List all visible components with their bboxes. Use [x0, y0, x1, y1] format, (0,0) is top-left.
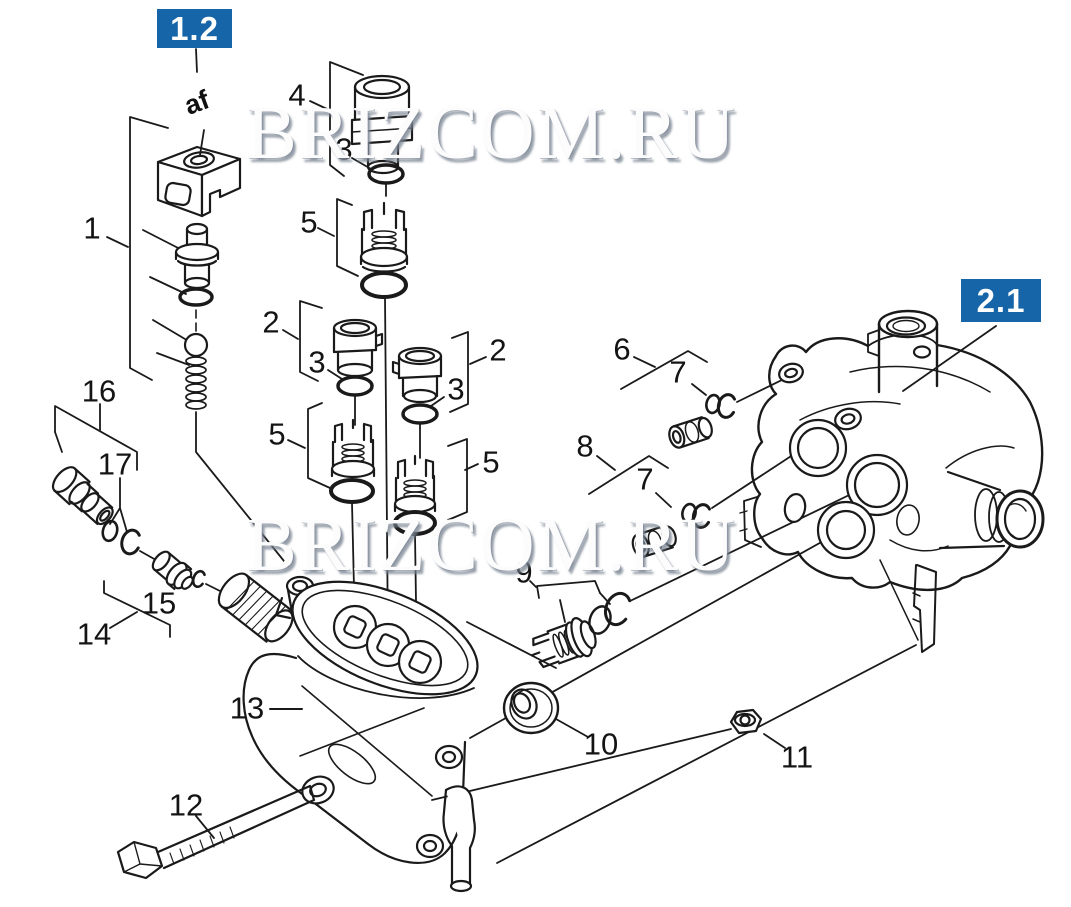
part-12-bolt — [116, 784, 316, 880]
part-callout-13: 13 — [229, 690, 265, 726]
part-2-left-group — [282, 300, 384, 426]
part-17-group — [101, 477, 157, 561]
part-callout-3a: 3 — [335, 131, 353, 167]
part-callout-3b: 3 — [308, 344, 326, 380]
part-callout-3c: 3 — [447, 371, 465, 407]
part-2-1-housing — [739, 309, 1045, 653]
part-callout-10: 10 — [583, 726, 619, 762]
c-ring-17 — [120, 528, 142, 556]
o-ring-3-top — [367, 163, 405, 185]
part-callout-5b: 5 — [268, 416, 286, 452]
part-8-7-group — [588, 455, 713, 558]
part-13-manifold — [217, 572, 479, 893]
o-ring-3-left — [336, 375, 374, 397]
part-callout-9: 9 — [515, 554, 533, 590]
part-callout-17: 17 — [97, 446, 133, 482]
part-9-group — [529, 580, 633, 669]
part-11-nut — [729, 708, 786, 749]
part-callout-14: 14 — [76, 616, 112, 652]
part-6-7-group — [620, 350, 738, 449]
part-5-midleft-group — [287, 402, 376, 631]
part-callout-7b: 7 — [636, 461, 654, 497]
leader-lines — [431, 325, 997, 864]
part-callout-11: 11 — [780, 739, 814, 775]
part-callout-2a: 2 — [262, 304, 280, 340]
part-10-seal — [502, 681, 589, 738]
part-5-top-group — [317, 198, 409, 647]
part-callout-5a: 5 — [300, 204, 318, 240]
part-callout-2b: 2 — [489, 332, 507, 368]
o-ring-3-right — [401, 403, 439, 425]
part-callout-6: 6 — [613, 331, 631, 367]
part-16-group — [51, 403, 138, 526]
part-callout-8: 8 — [576, 428, 594, 464]
part-callout-15: 15 — [141, 585, 177, 621]
part-4-group — [309, 61, 414, 197]
part-callout-1: 1 — [83, 210, 101, 246]
part-1-group — [106, 48, 289, 567]
part-2-right-group — [391, 331, 487, 459]
part-callout-16: 16 — [81, 373, 117, 409]
part-5-midright-group — [393, 438, 479, 669]
c-clip-15 — [191, 569, 207, 589]
diagram-ref-badge-1-2[interactable]: 1.2 — [157, 9, 232, 48]
diagram-ref-badge-2-1[interactable]: 2.1 — [961, 279, 1041, 322]
part-callout-12: 12 — [168, 787, 204, 823]
part-14-15-group — [103, 550, 223, 638]
part-callout-7a: 7 — [669, 354, 687, 390]
part-callout-5c: 5 — [482, 444, 500, 480]
part-callout-4: 4 — [288, 77, 306, 113]
